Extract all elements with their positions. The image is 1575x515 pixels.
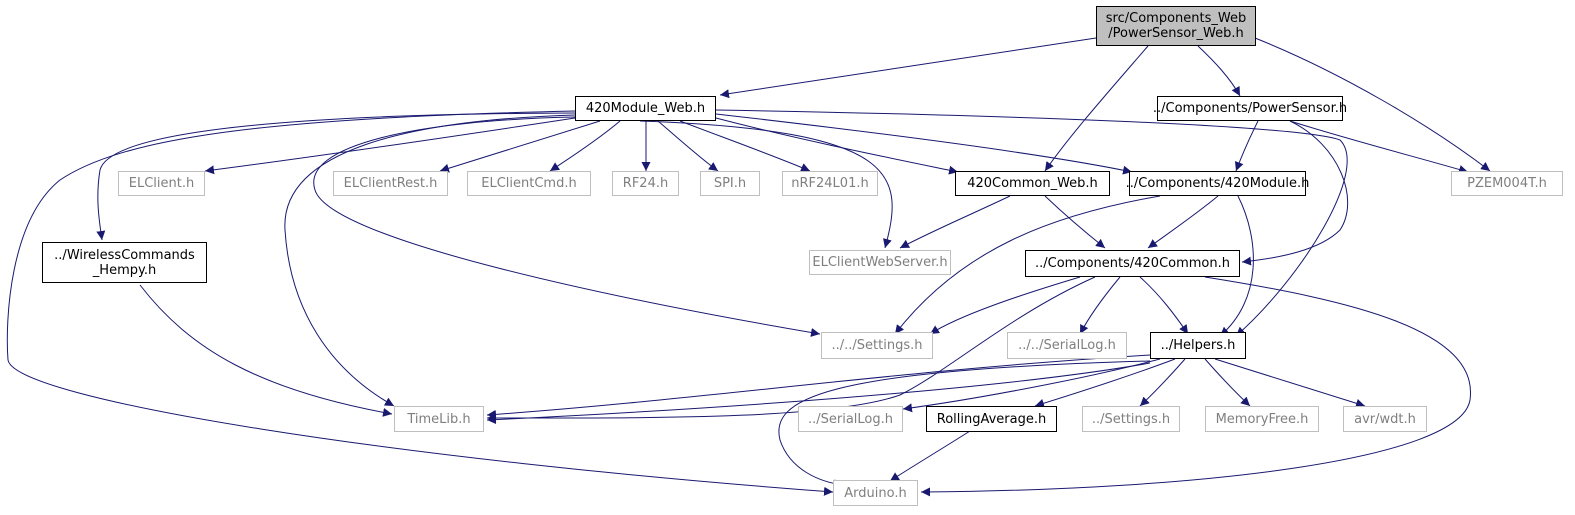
edge-helpers-to-settings (1139, 358, 1186, 407)
edge-components-420common-to-settings-up (929, 276, 1081, 335)
root-file-label-line2: /PowerSensor_Web.h (1108, 26, 1244, 41)
node-elclient-rest: ELClientRest.h (333, 171, 448, 196)
node-memoryfree: MemoryFree.h (1205, 406, 1319, 432)
node-seriallog-label: ../SerialLog.h (807, 411, 894, 427)
node-avr-wdt: avr/wdt.h (1343, 406, 1427, 432)
edge-module-web-to-arduino (6, 110, 834, 496)
edge-module-web-to-wireless (96, 112, 576, 241)
node-pzem004t: PZEM004T.h (1451, 171, 1563, 196)
edge-rolling-to-arduino (889, 430, 971, 482)
edge-helpers-to-memoryfree (1204, 358, 1251, 407)
node-helpers[interactable]: ../Helpers.h (1150, 332, 1246, 359)
node-power-sensor[interactable]: ../Components/PowerSensor.h (1153, 96, 1347, 121)
edge-root-to-module-web (719, 37, 1097, 99)
edge-wireless-to-timelib (139, 284, 393, 417)
node-settings-up-label: ../../Settings.h (831, 338, 923, 353)
node-seriallog: ../SerialLog.h (798, 406, 903, 432)
node-rf24-label: RF24.h (622, 176, 669, 191)
node-elclient-cmd-label: ELClientCmd.h (481, 176, 577, 191)
edge-components-420module-to-helpers (1219, 195, 1254, 337)
node-elclient: ELClient.h (118, 171, 205, 196)
edge-common-web-to-webserver (899, 195, 1011, 249)
edge-components-420common-to-arduino (920, 276, 1471, 497)
edge-components-420common-to-seriallog-up (1079, 276, 1121, 335)
edge-helpers-to-avrwdt (1214, 358, 1366, 408)
edge-helpers-to-rolling (1034, 358, 1176, 408)
edge-common-web-to-components-420common (1044, 195, 1106, 249)
node-pzem004t-label: PZEM004T.h (1467, 176, 1547, 191)
edge-module-web-to-common-web (715, 117, 959, 175)
edge-module-web-to-elclient-rest (439, 120, 601, 173)
edge-root-to-power-sensor (1197, 45, 1241, 97)
node-spi-label: SPI.h (713, 176, 747, 191)
node-timelib-label: TimeLib.h (407, 411, 471, 427)
edge-root-to-pzem (1254, 37, 1491, 172)
node-helpers-label: ../Helpers.h (1160, 338, 1236, 353)
node-wireless-commands[interactable]: ../WirelessCommands _Hempy.h (42, 242, 207, 283)
node-power-sensor-label: ../Components/PowerSensor.h (1152, 101, 1348, 116)
node-rolling-average[interactable]: RollingAverage.h (926, 406, 1057, 432)
node-elclient-cmd: ELClientCmd.h (467, 171, 591, 196)
edge-components-420common-to-timelib (486, 276, 1096, 423)
node-elclient-webserver-label: ELClientWebServer.h (812, 255, 948, 270)
edge-module-web-to-components-420module (715, 113, 1133, 175)
node-elclient-label: ELClient.h (128, 176, 195, 191)
node-420module-web[interactable]: 420Module_Web.h (575, 96, 716, 121)
node-memoryfree-label: MemoryFree.h (1215, 411, 1309, 427)
edge-helpers-to-timelib-secondary (486, 362, 1151, 425)
node-wireless-commands-label-line1: ../WirelessCommands (54, 247, 195, 263)
node-spi: SPI.h (700, 171, 760, 196)
edge-module-web-to-elclient (204, 117, 576, 175)
node-timelib: TimeLib.h (394, 406, 484, 432)
node-rolling-average-label: RollingAverage.h (936, 411, 1047, 427)
edge-helpers-to-arduino (778, 360, 1151, 489)
edge-power-sensor-to-components-420module (1234, 120, 1259, 172)
node-seriallog-up-label: ../../SerialLog.h (1018, 338, 1116, 353)
node-420module-web-label: 420Module_Web.h (585, 101, 706, 116)
edge-components-420module-to-components-420common (1147, 195, 1219, 249)
node-avr-wdt-label: avr/wdt.h (1354, 411, 1416, 427)
node-arduino: Arduino.h (833, 480, 918, 506)
node-rf24: RF24.h (612, 171, 679, 196)
edge-module-web-to-spi (657, 120, 719, 172)
node-arduino-label: Arduino.h (844, 485, 907, 501)
node-elclient-rest-label: ELClientRest.h (343, 176, 438, 191)
edge-components-420module-to-settings-up (894, 195, 1161, 335)
node-components-420common-label: ../Components/420Common.h (1034, 256, 1230, 271)
edge-module-web-to-nrf24 (679, 120, 811, 172)
node-settings-up: ../../Settings.h (821, 332, 933, 359)
edge-power-sensor-to-pzem (1289, 120, 1469, 174)
edge-helpers-to-timelib (486, 354, 1151, 419)
node-components-420module[interactable]: ../Components/420Module.h (1126, 171, 1309, 196)
node-wireless-commands-label-line2: _Hempy.h (92, 262, 157, 278)
node-420common-web-label: 420Common_Web.h (967, 176, 1098, 191)
edge-power-sensor-to-components-420common (1241, 120, 1349, 266)
edge-module-web-to-webserver (639, 120, 893, 249)
root-file-node: src/Components_Web /PowerSensor_Web.h (1096, 6, 1256, 46)
node-420common-web[interactable]: 420Common_Web.h (955, 171, 1110, 196)
edge-module-web-to-elclient-cmd (549, 120, 621, 172)
node-elclient-webserver: ELClientWebServer.h (809, 250, 951, 275)
edge-module-web-to-timelib (284, 114, 576, 407)
node-settings: ../Settings.h (1082, 406, 1180, 432)
node-components-420common[interactable]: ../Components/420Common.h (1025, 250, 1240, 277)
node-seriallog-up: ../../SerialLog.h (1007, 332, 1127, 359)
root-file-label-line1: src/Components_Web (1105, 11, 1247, 26)
edge-components-420common-to-helpers (1139, 276, 1189, 335)
node-nrf24l01-label: nRF24L01.h (791, 176, 869, 191)
node-settings-label: ../Settings.h (1091, 411, 1171, 427)
node-components-420module-label: ../Components/420Module.h (1125, 176, 1310, 191)
node-nrf24l01: nRF24L01.h (782, 171, 878, 196)
edge-module-web-to-helpers (715, 109, 1348, 337)
